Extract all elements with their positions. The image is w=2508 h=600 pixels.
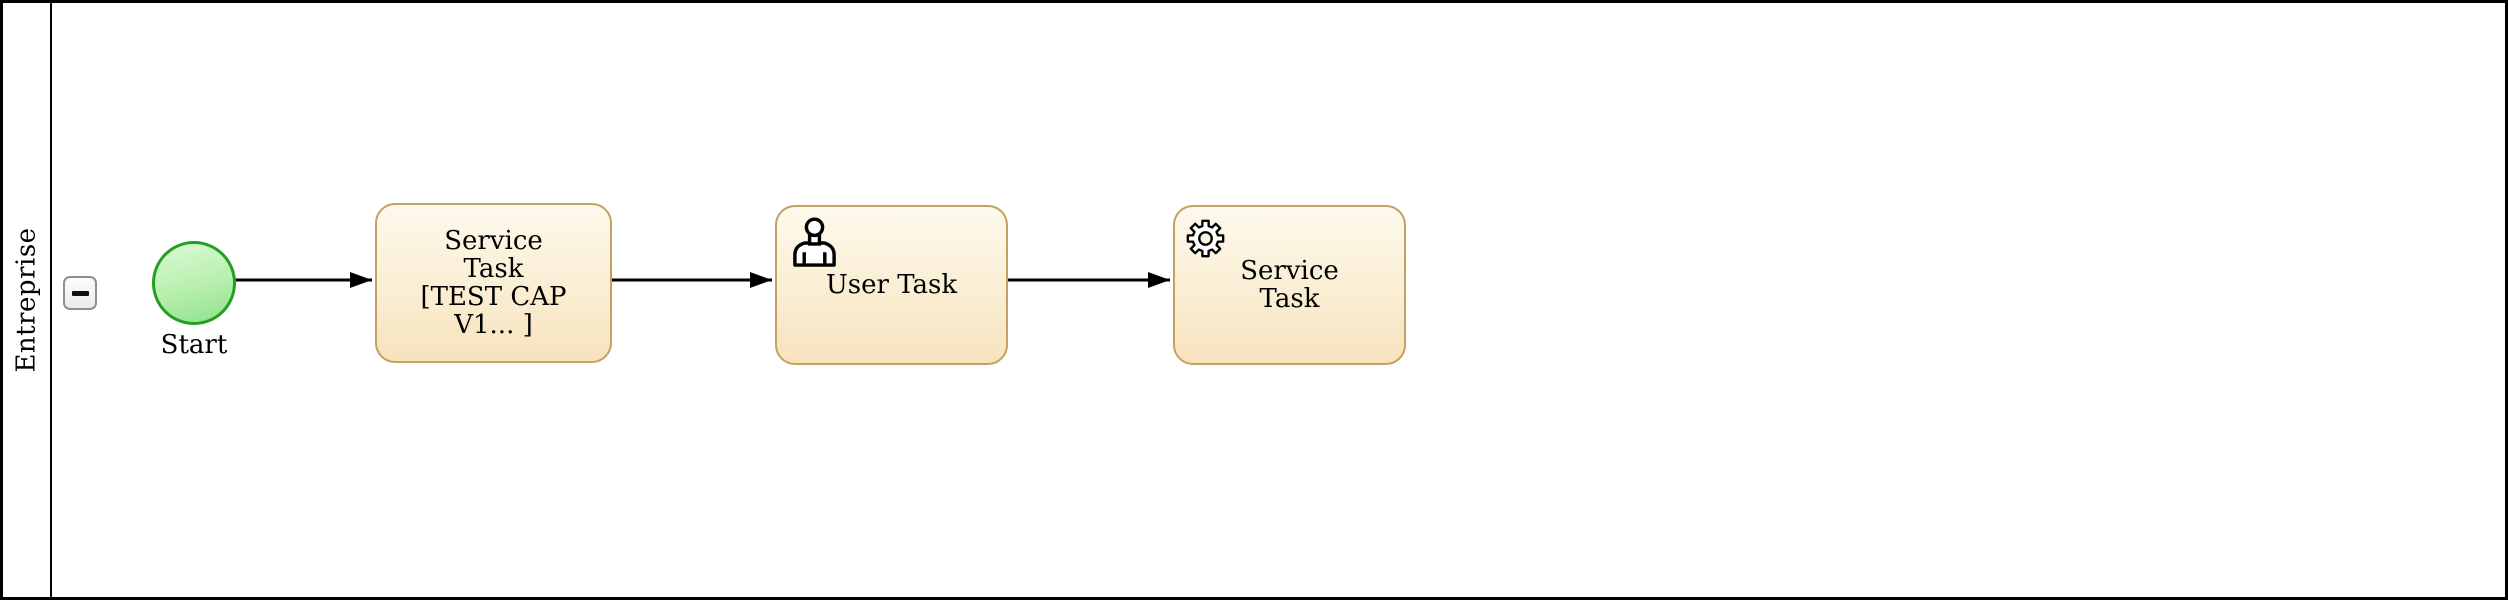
task-label: Service Task [1240, 256, 1339, 314]
task-service-2[interactable]: Service Task [1173, 205, 1406, 365]
task-service-1[interactable]: Service Task [TEST CAP V1... ] [375, 203, 612, 363]
task-label: Service Task [TEST CAP V1... ] [420, 226, 567, 340]
start-event-label: Start [160, 330, 228, 360]
user-icon [793, 217, 836, 267]
start-event[interactable] [152, 241, 236, 325]
task-label: User Task [825, 270, 958, 300]
task-user[interactable]: User Task [775, 205, 1008, 365]
gear-icon [1186, 219, 1225, 258]
minus-icon [71, 290, 89, 296]
lane-header[interactable]: Entreprise [3, 3, 52, 597]
collapse-lane-button[interactable] [63, 276, 97, 310]
sequence-flows [233, 272, 1170, 288]
